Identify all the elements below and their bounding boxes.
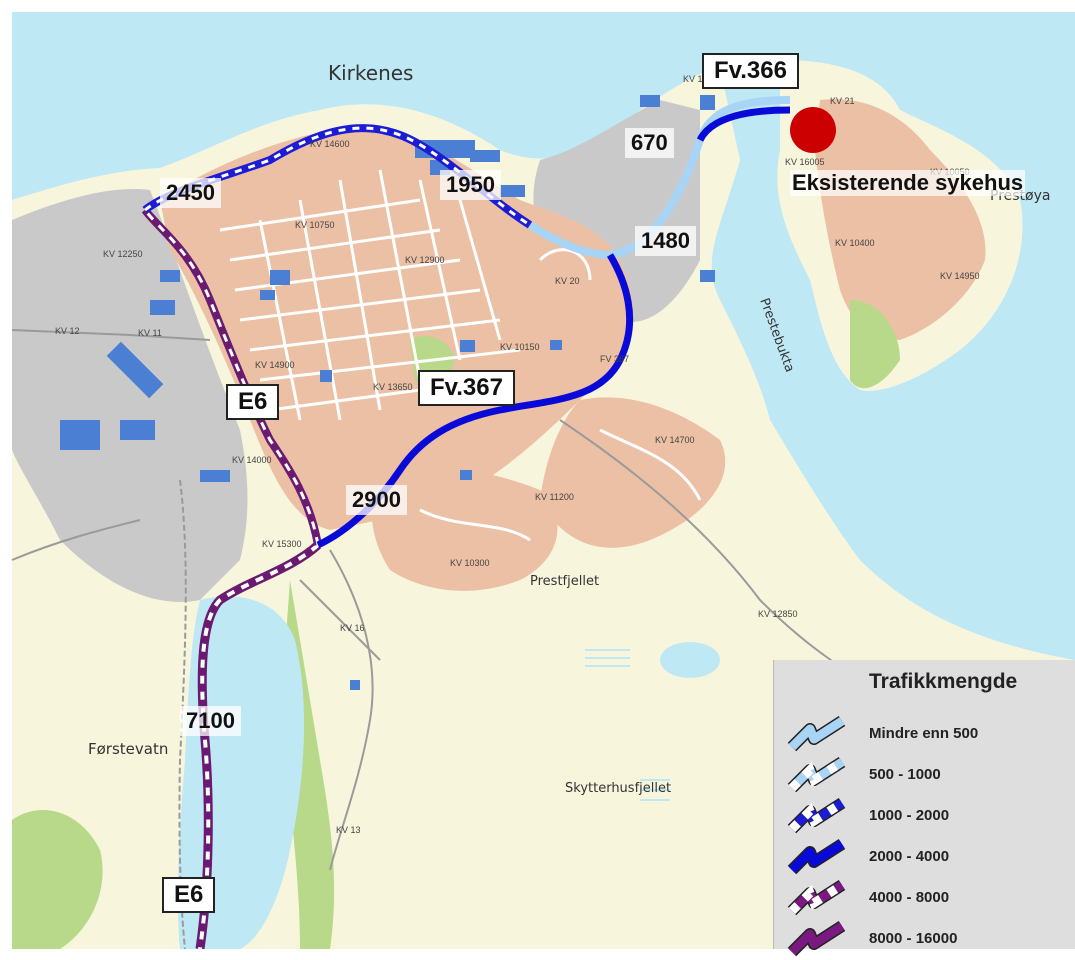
legend-item: 8000 - 16000 (784, 920, 1074, 960)
kv-label: KV 20 (555, 276, 580, 286)
kv-label: KV 11200 (535, 492, 574, 502)
legend-title: Trafikkmengde (869, 670, 1018, 693)
legend-item: Mindre enn 500 (784, 715, 1074, 755)
legend-item-label: 8000 - 16000 (869, 930, 958, 947)
traffic-count-2900: 2900 (346, 485, 407, 515)
legend-item-label: 4000 - 8000 (869, 889, 950, 906)
road-e6-dash (198, 543, 320, 949)
legend-item-label: 2000 - 4000 (869, 848, 950, 865)
legend-swatch (787, 920, 846, 957)
kv-label: KV 10150 (500, 342, 540, 352)
road-label-e6-south: E6 (162, 877, 216, 913)
road-label-fv367: Fv.367 (418, 370, 515, 406)
kv-label: KV 14950 (940, 271, 980, 281)
legend-item-label: 500 - 1000 (869, 766, 941, 783)
legend-swatch (787, 838, 846, 875)
traffic-count-2450: 2450 (160, 178, 221, 208)
legend-swatch (787, 879, 846, 916)
kv-label: KV 15300 (262, 539, 302, 549)
kv-label: KV 14000 (232, 455, 272, 465)
kv-label: KV 11 (138, 328, 162, 338)
legend-item: 2000 - 4000 (784, 838, 1074, 878)
urban-area-island (815, 99, 986, 340)
kv-label: KV 10750 (295, 220, 335, 230)
industrial-area (12, 189, 248, 602)
traffic-count-1480: 1480 (635, 226, 696, 256)
legend-swatch (787, 715, 846, 752)
traffic-count-1950: 1950 (440, 170, 501, 200)
marsh-hatch (585, 649, 670, 801)
hospital-label: Eksisterende sykehus (790, 170, 1026, 196)
legend-item-label: Mindre enn 500 (869, 725, 979, 742)
green-island (850, 300, 900, 389)
kv-label: KV 21 (830, 96, 855, 106)
legend-item: 500 - 1000 (784, 756, 1074, 796)
urban-area-south (371, 466, 558, 591)
kv-label: KV 12850 (758, 609, 798, 619)
kv-label: FV 367 (600, 354, 629, 364)
legend-item: 1000 - 2000 (784, 797, 1074, 837)
place-town: Kirkenes (328, 61, 413, 85)
traffic-count-670: 670 (625, 128, 674, 158)
legend: Trafikkmengde Mindre enn 500 500 - 1000 10… (773, 660, 1075, 957)
road-label-fv366: Fv.366 (702, 53, 799, 89)
place-lake: Førstevatn (88, 740, 168, 758)
road-e6-north-dash (143, 209, 320, 546)
kv-label: KV 12900 (405, 255, 445, 265)
urban-area (160, 125, 634, 530)
hospital-marker (790, 107, 836, 153)
legend-item-label: 1000 - 2000 (869, 807, 950, 824)
kv-label: KV 14700 (655, 435, 695, 445)
legend-item: 4000 - 8000 (784, 879, 1074, 919)
green-west (12, 810, 103, 949)
kv-label: KV 12250 (103, 249, 143, 259)
road-label-e6-north: E6 (226, 384, 280, 420)
road-kv-east (527, 96, 791, 260)
road-fv366 (696, 106, 791, 142)
legend-swatch (787, 756, 846, 793)
kv-label: KV 16005 (785, 157, 825, 167)
kv-label: KV 16 (340, 623, 365, 633)
legend-swatch (787, 797, 846, 834)
place-mountain-1: Prestfjellet (530, 574, 599, 589)
traffic-count-7100: 7100 (180, 706, 241, 736)
kv-label: KV 14900 (255, 360, 295, 370)
kv-label: KV 12 (55, 326, 80, 336)
kv-label: KV 10400 (835, 238, 875, 248)
kv-label: KV 13650 (373, 382, 413, 392)
kv-label: KV 14600 (310, 139, 350, 149)
kv-label: KV 13 (336, 825, 361, 835)
kv-label: KV 10300 (450, 558, 490, 568)
pond (660, 642, 720, 678)
place-mountain-2: Skytterhusfjellet (565, 781, 671, 796)
